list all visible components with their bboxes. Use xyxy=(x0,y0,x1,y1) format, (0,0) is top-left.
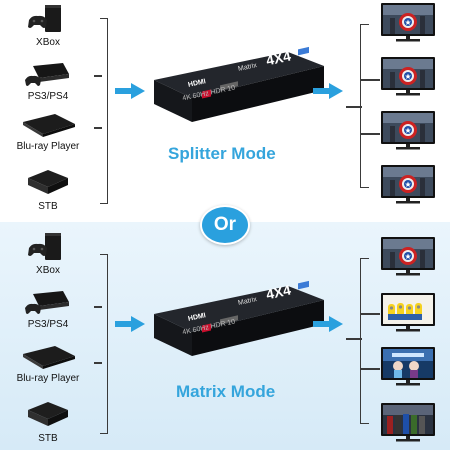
source-xbox: XBox xyxy=(0,4,96,48)
source-xbox: XBox xyxy=(0,232,96,276)
hdmi-matrix-device: HDMI Matrix 4X4 4K 60Hz HDR 10 xyxy=(148,280,328,366)
tv-screen xyxy=(381,293,435,332)
bracket-tick xyxy=(360,79,380,81)
bluray-player-icon xyxy=(23,114,75,137)
source-bluray: Blu-ray Player xyxy=(0,342,96,384)
set-top-box-icon xyxy=(28,170,68,194)
source-bluray: Blu-ray Player xyxy=(0,110,96,152)
output-tv xyxy=(380,292,436,334)
tv-screen xyxy=(381,403,435,442)
output-tv xyxy=(380,110,436,152)
hdmi-matrix-device: HDMI Matrix 4X4 4K 60Hz HDR 10 xyxy=(148,46,328,132)
tv-screen xyxy=(381,111,435,150)
matrix-mode-label: Matrix Mode xyxy=(176,382,276,401)
source-stb: STB xyxy=(0,396,96,444)
splitter-mode-label: Splitter Mode xyxy=(168,144,276,163)
tv-screen xyxy=(381,347,435,386)
tv-screen xyxy=(381,165,435,204)
input-arrow-icon xyxy=(115,83,145,99)
source-ps: PS3/PS4 xyxy=(0,60,96,102)
bracket-tick xyxy=(94,127,102,129)
source-ps: PS3/PS4 xyxy=(0,288,96,330)
source-label: Blu-ray Player xyxy=(16,141,80,152)
bluray-player-icon xyxy=(23,346,75,369)
output-bracket xyxy=(360,258,369,424)
source-label: XBox xyxy=(36,37,60,48)
bracket-tick xyxy=(360,368,380,370)
tv-screen xyxy=(381,57,435,96)
bracket-tick xyxy=(94,75,102,77)
output-arrow-icon xyxy=(313,83,343,99)
bracket-tick xyxy=(94,306,102,308)
input-arrow-icon xyxy=(115,316,145,332)
output-tv xyxy=(380,56,436,98)
bracket-tick xyxy=(346,106,362,108)
or-badge: Or xyxy=(200,205,250,245)
source-bracket xyxy=(100,254,108,434)
source-label: STB xyxy=(38,433,58,444)
source-label: STB xyxy=(38,201,58,212)
source-label: PS3/PS4 xyxy=(27,319,69,330)
bracket-tick xyxy=(94,362,102,364)
source-label: Blu-ray Player xyxy=(16,373,80,384)
output-arrow-icon xyxy=(313,316,343,332)
tv-screen xyxy=(381,3,435,42)
set-top-box-icon xyxy=(28,402,68,426)
output-tv xyxy=(380,346,436,388)
source-label: XBox xyxy=(36,265,60,276)
playstation-console-icon xyxy=(25,291,69,314)
bracket-tick xyxy=(360,313,380,315)
output-tv xyxy=(380,402,436,444)
source-stb: STB xyxy=(0,164,96,212)
xbox-console-icon xyxy=(28,233,61,260)
bracket-tick xyxy=(360,133,380,135)
source-bracket xyxy=(100,18,108,204)
bracket-tick xyxy=(346,338,362,340)
source-label: PS3/PS4 xyxy=(27,91,69,102)
output-tv xyxy=(380,236,436,278)
output-tv xyxy=(380,2,436,44)
xbox-console-icon xyxy=(28,5,61,32)
playstation-console-icon xyxy=(25,63,69,86)
tv-screen xyxy=(381,237,435,276)
output-tv xyxy=(380,164,436,206)
